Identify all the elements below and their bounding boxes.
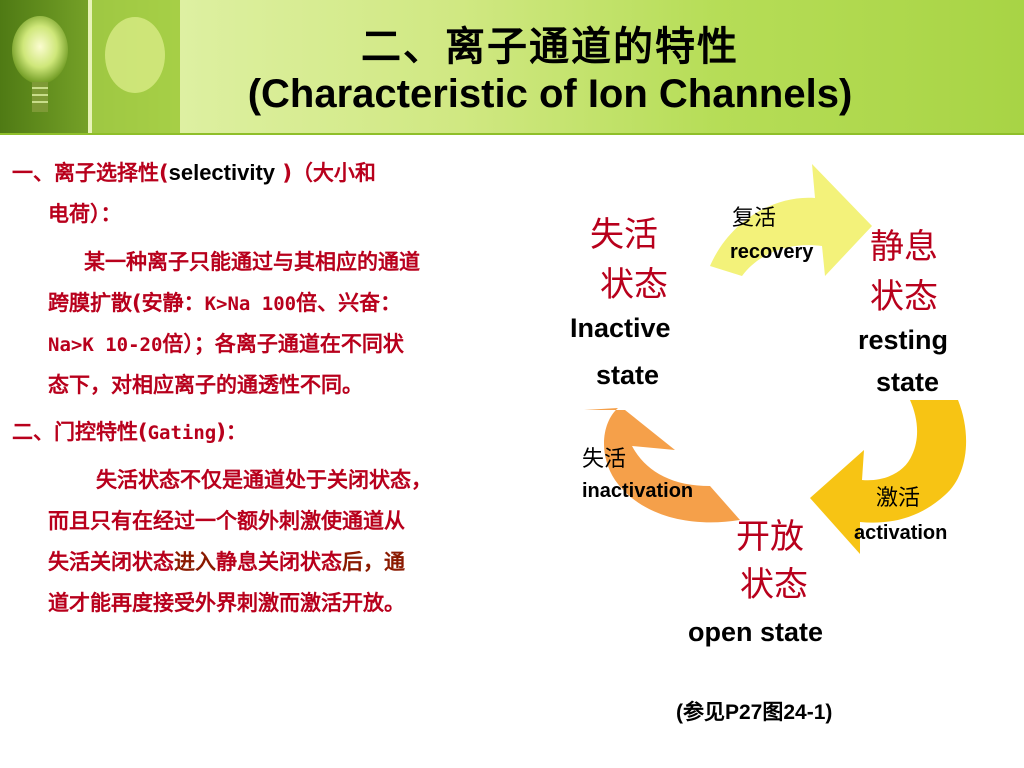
gating-desc-line3: 失活关闭状态进入静息关闭状态后，通 xyxy=(48,542,405,583)
header-divider xyxy=(0,133,1024,135)
text-segment: 后，通 xyxy=(342,550,405,574)
text-segment: 跨膜扩散(安静： xyxy=(48,291,205,315)
selectivity-heading-cont: 电荷）： xyxy=(48,202,122,226)
slide-title-english: (Characteristic of Ion Channels) xyxy=(247,72,853,116)
open-state-en: open state xyxy=(688,617,824,647)
gating-desc-line1: 失活状态不仅是通道处于关闭状态， xyxy=(96,468,432,492)
activation-label-en: activation xyxy=(854,522,948,544)
selectivity-term: selectivity xyxy=(168,160,276,185)
figure-reference: (参见P27图24-1) xyxy=(676,701,833,724)
gating-heading: 二、门控特性(Gating)： xyxy=(12,412,247,454)
inactivation-label-zh: 失活 xyxy=(582,447,627,472)
selectivity-desc-line1: 某一种离子只能通过与其相应的通道 xyxy=(84,250,420,274)
gating-desc-line2: 而且只有在经过一个额外刺激使通道从 xyxy=(48,509,405,533)
text-segment: 倍）；各离子通道在不同状 xyxy=(162,332,404,356)
text-segment: 二、门控特性( xyxy=(12,420,148,444)
resting-state-en-line2: state xyxy=(876,367,940,397)
inactive-state-en-line2: state xyxy=(596,360,660,390)
selectivity-desc-line2: 跨膜扩散(安静：K>Na 100倍、兴奋： xyxy=(48,283,401,325)
text-segment: 失活关闭状态 xyxy=(48,550,174,574)
resting-state-zh-line1: 静息 xyxy=(870,227,938,267)
selectivity-heading-part1: 一、离子选择性( xyxy=(12,161,169,185)
text-segment: Gating xyxy=(147,422,217,444)
activation-label-zh: 激活 xyxy=(876,486,921,511)
inactive-state-zh-line2: 状态 xyxy=(600,265,668,305)
cycle-arrows xyxy=(584,164,967,554)
light-bulb-photo-icon xyxy=(0,0,180,135)
inactive-state-zh-line1: 失活 xyxy=(590,215,658,255)
recovery-label-en: recovery xyxy=(730,241,814,263)
text-segment: K>Na 100 xyxy=(204,293,297,315)
channel-state-cycle-diagram: 失活 状态 Inactive state 静息 状态 resting state… xyxy=(560,150,1020,660)
inactive-state-en-line1: Inactive xyxy=(570,313,671,343)
resting-state-zh-line2: 状态 xyxy=(870,277,938,317)
open-state-zh-line1: 开放 xyxy=(736,517,804,557)
text-segment: 进入 xyxy=(174,550,216,574)
text-segment: )： xyxy=(216,420,247,444)
inactivation-label-en: inactivation xyxy=(582,480,694,502)
inactivation-arrow xyxy=(584,408,740,523)
recovery-arrow xyxy=(710,164,872,276)
selectivity-heading: 一、离子选择性(selectivity )（大小和 xyxy=(12,152,376,194)
slide-header: 二、离子通道的特性 (Characteristic of Ion Channel… xyxy=(0,0,1024,135)
open-state-zh-line2: 状态 xyxy=(740,565,808,605)
text-segment: 倍、兴奋： xyxy=(296,291,402,315)
text-segment: 静息关闭状态 xyxy=(216,550,342,574)
resting-state-en-line1: resting xyxy=(858,325,949,355)
selectivity-desc-line3: Na>K 10-20倍）；各离子通道在不同状 xyxy=(48,324,404,366)
activation-arrow xyxy=(810,400,967,554)
selectivity-heading-part2: )（大小和 xyxy=(275,161,376,185)
selectivity-desc-line4: 态下，对相应离子的通透性不同。 xyxy=(48,373,363,397)
gating-desc-line4: 道才能再度接受外界刺激而激活开放。 xyxy=(48,591,405,615)
slide-title-chinese: 二、离子通道的特性 xyxy=(361,24,739,70)
text-segment: Na>K 10-20 xyxy=(48,334,163,356)
recovery-label-zh: 复活 xyxy=(732,206,777,231)
